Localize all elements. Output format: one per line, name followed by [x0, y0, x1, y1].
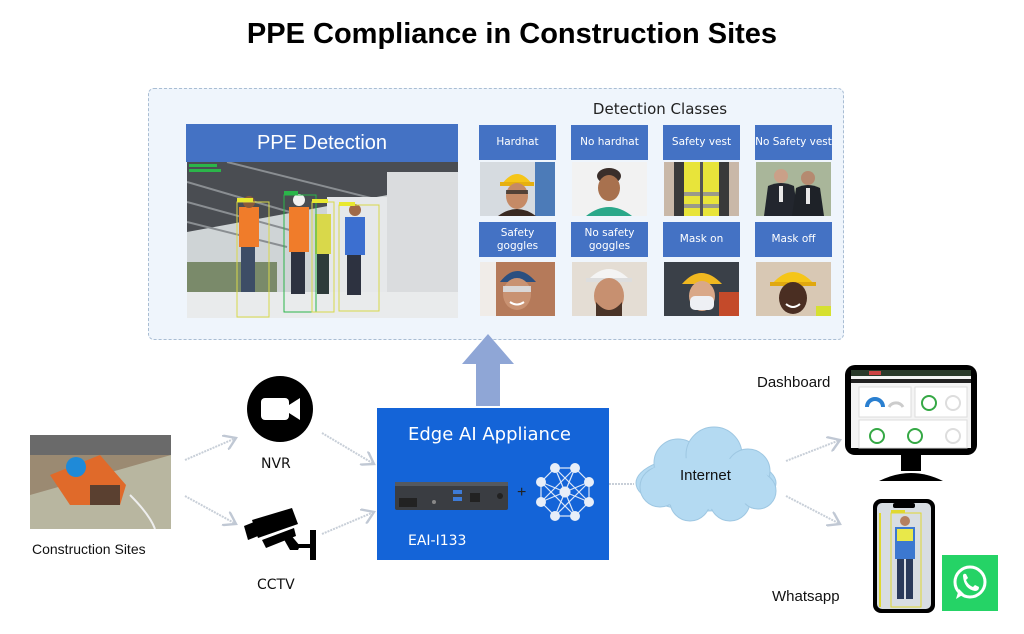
class-photo-mask-off [756, 262, 831, 316]
class-label-safety-goggles: Safety goggles [479, 222, 556, 257]
arrow-nvr-to-edge [321, 432, 374, 464]
class-label-hardhat: Hardhat [479, 125, 556, 160]
internet-cloud-icon [635, 426, 777, 522]
dashboard-monitor-icon [845, 365, 977, 481]
plus-sign: + [517, 484, 527, 501]
edge-device-hardware-icon [395, 482, 508, 510]
cctv-camera-icon [244, 508, 316, 560]
arrow-cloud-to-dashboard [785, 440, 840, 462]
class-label-no-hardhat: No hardhat [571, 125, 648, 160]
class-photo-safety-vest [664, 162, 739, 216]
neural-network-icon [536, 463, 594, 521]
diagram-title: PPE Compliance in Construction Sites [246, 18, 778, 50]
nvr-camera-icon [247, 376, 313, 442]
class-label-safety-vest: Safety vest [663, 125, 740, 160]
arrow-site-to-cctv [184, 495, 236, 524]
class-photo-no-safety-vest [756, 162, 831, 216]
upload-arrow-icon [462, 334, 514, 406]
class-label-mask-on: Mask on [663, 222, 740, 257]
class-photo-mask-on [664, 262, 739, 316]
class-photo-no-safety-goggles [572, 262, 647, 316]
edge-model-label: EAI-I133 [408, 533, 467, 549]
edge-ai-appliance-title: Edge AI Appliance [408, 424, 571, 445]
arrow-cloud-to-phone [785, 495, 840, 524]
cctv-label: CCTV [257, 577, 295, 593]
nvr-label: NVR [261, 456, 291, 472]
construction-site-photo [30, 435, 171, 529]
ppe-detection-image [187, 162, 458, 318]
construction-sites-label: Construction Sites [32, 541, 146, 557]
dashboard-label: Dashboard [757, 374, 831, 391]
class-label-no-safety-vest: No Safety vest [755, 125, 832, 160]
class-label-mask-off: Mask off [755, 222, 832, 257]
class-photo-hardhat [480, 162, 555, 216]
internet-label: Internet [680, 467, 731, 484]
arrow-cctv-to-edge [321, 512, 374, 535]
class-photo-no-hardhat [572, 162, 647, 216]
class-photo-safety-goggles [480, 262, 555, 316]
arrow-site-to-nvr [184, 438, 236, 461]
detection-classes-title: Detection Classes [592, 100, 728, 118]
ppe-detection-header: PPE Detection [186, 124, 458, 162]
smartphone-alert-icon [873, 499, 935, 613]
whatsapp-icon [942, 555, 998, 611]
class-label-no-safety-goggles: No safety goggles [571, 222, 648, 257]
whatsapp-label: Whatsapp [772, 588, 840, 605]
